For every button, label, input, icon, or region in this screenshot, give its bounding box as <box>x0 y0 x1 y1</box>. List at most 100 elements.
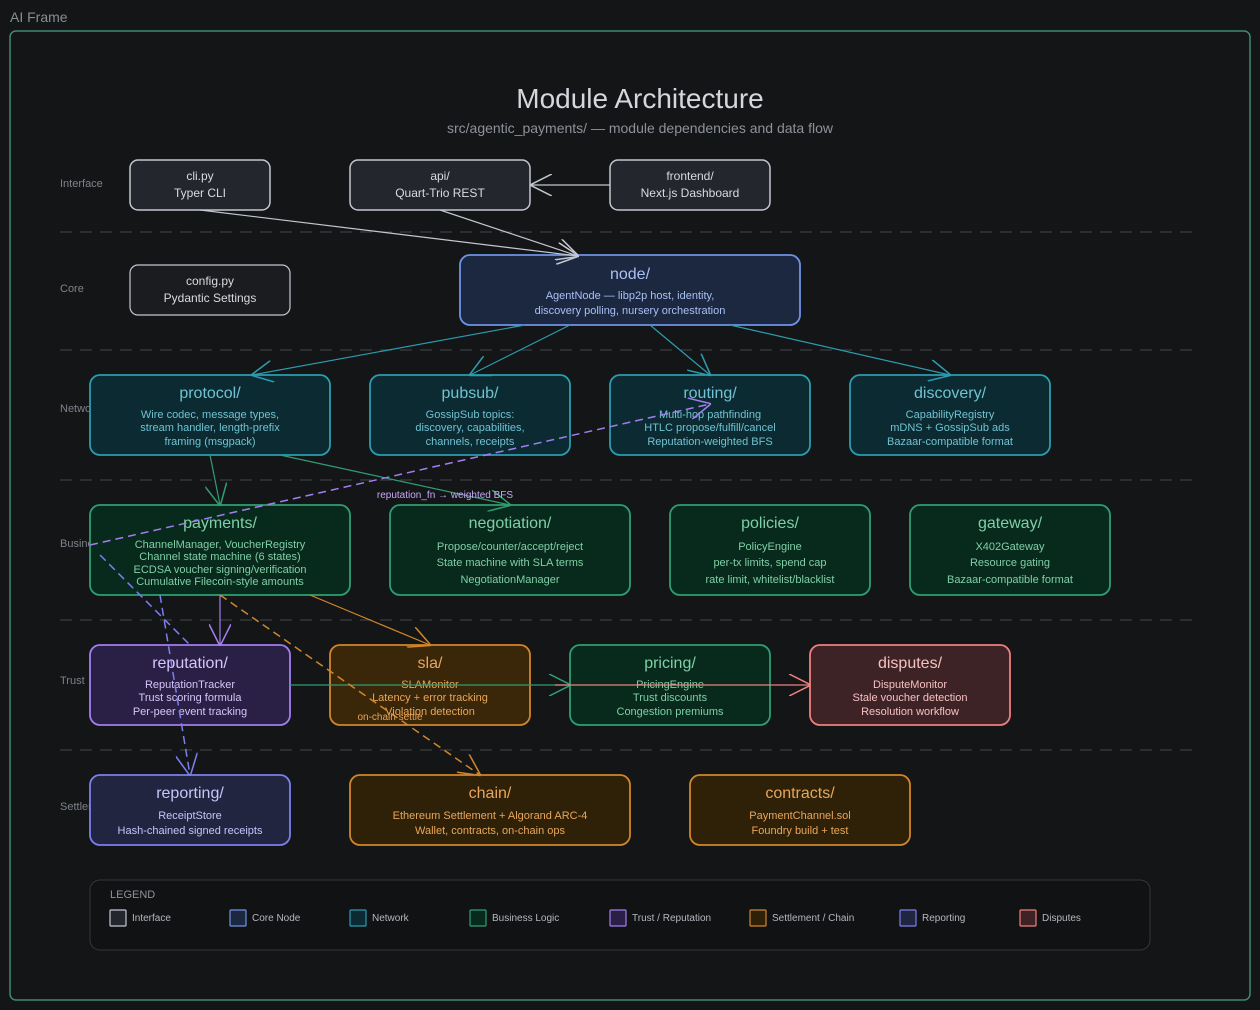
edge-node-pubsub <box>470 324 571 375</box>
legend-item-interface: Interface <box>109 909 171 927</box>
node-chain-line-2: Wallet, contracts, on-chain ops <box>415 825 565 837</box>
edge-payments-chain <box>219 594 480 775</box>
node-reputation-line-2: Trust scoring formula <box>139 692 243 704</box>
node-pricing-line-3: Congestion premiums <box>617 706 724 718</box>
legend-label: Settlement / Chain <box>772 913 854 924</box>
node-gateway-line-1: X402Gateway <box>975 541 1045 553</box>
node-cli[interactable]: cli.py Typer CLI <box>129 159 271 211</box>
node-contracts-title: contracts/ <box>765 785 835 802</box>
node-config[interactable]: config.py Pydantic Settings <box>129 264 291 316</box>
node-core-line-2: discovery polling, nursery orchestration <box>535 305 726 317</box>
lane-label-interface: Interface <box>60 178 103 190</box>
node-core-title: node/ <box>610 266 651 283</box>
node-policies-line-3: rate limit, whitelist/blacklist <box>706 574 835 586</box>
node-negotiation-line-1: Propose/counter/accept/reject <box>437 541 583 553</box>
diagram-title: Module Architecture <box>516 83 763 114</box>
node-disputes-line-3: Resolution workflow <box>861 706 959 718</box>
edge-payments-reputation-dashed <box>99 554 191 646</box>
node-payments-line-4: Cumulative Filecoin-style amounts <box>136 576 304 588</box>
node-policies[interactable]: policies/ PolicyEngine per-tx limits, sp… <box>669 504 871 596</box>
node-core[interactable]: node/ AgentNode — libp2p host, identity,… <box>459 254 801 326</box>
edge-reputation-routing <box>89 404 710 546</box>
node-payments[interactable]: payments/ ChannelManager, VoucherRegistr… <box>89 504 351 596</box>
edge-node-protocol <box>252 324 526 375</box>
node-policies-title: policies/ <box>741 515 799 532</box>
legend-item-reporting: Reporting <box>899 909 965 927</box>
node-disputes[interactable]: disputes/ DisputeMonitor Stale voucher d… <box>809 644 1011 726</box>
node-reporting-title: reporting/ <box>156 785 224 802</box>
node-pubsub-title: pubsub/ <box>442 385 499 402</box>
node-discovery[interactable]: discovery/ CapabilityRegistry mDNS + Gos… <box>849 374 1051 456</box>
node-gateway-line-2: Resource gating <box>970 557 1050 569</box>
node-reporting-line-2: Hash-chained signed receipts <box>118 825 263 837</box>
node-reputation-title: reputation/ <box>152 655 228 672</box>
node-frontend-line: Next.js Dashboard <box>641 186 740 200</box>
legend-label: Interface <box>132 913 171 924</box>
node-disputes-line-2: Stale voucher detection <box>853 692 968 704</box>
node-reporting-line-1: ReceiptStore <box>158 810 222 822</box>
node-pricing-line-2: Trust discounts <box>633 692 708 704</box>
node-contracts-line-1: PaymentChannel.sol <box>749 810 851 822</box>
node-api-line: Quart-Trio REST <box>395 186 485 200</box>
frame-label: AI Frame <box>10 9 68 25</box>
diagram-subtitle: src/agentic_payments/ — module dependenc… <box>447 120 834 136</box>
node-reputation[interactable]: reputation/ ReputationTracker Trust scor… <box>89 644 291 726</box>
node-routing-line-3: Reputation-weighted BFS <box>647 436 772 448</box>
node-discovery-title: discovery/ <box>914 385 987 402</box>
node-pubsub[interactable]: pubsub/ GossipSub topics: discovery, cap… <box>369 374 571 456</box>
legend: LEGEND Interface Core Node Network Busin… <box>89 879 1151 951</box>
node-routing[interactable]: routing/ Multi-hop pathfinding HTLC prop… <box>609 374 811 456</box>
node-policies-line-2: per-tx limits, spend cap <box>713 557 826 569</box>
node-routing-title: routing/ <box>683 385 737 402</box>
node-protocol-line-3: framing (msgpack) <box>164 436 255 448</box>
node-config-title: config.py <box>186 274 234 288</box>
node-payments-line-3: ECDSA voucher signing/verification <box>133 564 306 576</box>
legend-item-disputes: Disputes <box>1019 909 1081 927</box>
node-cli-title: cli.py <box>186 169 213 183</box>
node-chain[interactable]: chain/ Ethereum Settlement + Algorand AR… <box>349 774 631 846</box>
node-disputes-line-1: DisputeMonitor <box>873 679 947 691</box>
edge-protocol-negotiation <box>279 454 510 505</box>
node-frontend[interactable]: frontend/ Next.js Dashboard <box>609 159 771 211</box>
node-reputation-line-3: Per-peer event tracking <box>133 706 247 718</box>
legend-label: Disputes <box>1042 913 1081 924</box>
node-routing-line-2: HTLC propose/fulfill/cancel <box>644 422 775 434</box>
node-contracts-line-2: Foundry build + test <box>752 825 849 837</box>
node-api-title: api/ <box>430 169 450 183</box>
node-pubsub-line-3: channels, receipts <box>426 436 515 448</box>
node-negotiation[interactable]: negotiation/ Propose/counter/accept/reje… <box>389 504 631 596</box>
legend-label: Core Node <box>252 913 301 924</box>
node-contracts[interactable]: contracts/ PaymentChannel.sol Foundry bu… <box>689 774 911 846</box>
node-disputes-title: disputes/ <box>878 655 943 672</box>
node-discovery-line-1: CapabilityRegistry <box>906 409 995 421</box>
legend-item-trust: Trust / Reputation <box>609 909 711 927</box>
legend-title: LEGEND <box>110 889 155 901</box>
node-negotiation-title: negotiation/ <box>469 515 552 532</box>
lane-label-core: Core <box>60 283 84 295</box>
node-sla-line-3: Violation detection <box>385 706 475 718</box>
edge-protocol-payments <box>210 454 220 505</box>
legend-item-business: Business Logic <box>469 909 559 927</box>
edge-payments-reporting <box>159 594 190 775</box>
node-discovery-line-3: Bazaar-compatible format <box>887 436 1013 448</box>
node-pubsub-line-1: GossipSub topics: <box>426 409 515 421</box>
node-payments-title: payments/ <box>183 515 257 532</box>
node-gateway[interactable]: gateway/ X402Gateway Resource gating Baz… <box>909 504 1111 596</box>
legend-item-network: Network <box>349 909 410 927</box>
node-api[interactable]: api/ Quart-Trio REST <box>349 159 531 211</box>
legend-item-core: Core Node <box>229 909 301 927</box>
node-discovery-line-2: mDNS + GossipSub ads <box>890 422 1010 434</box>
node-protocol[interactable]: protocol/ Wire codec, message types, str… <box>89 374 331 456</box>
node-payments-line-2: Channel state machine (6 states) <box>139 551 300 563</box>
legend-label: Business Logic <box>492 913 559 924</box>
node-frontend-title: frontend/ <box>666 169 714 183</box>
node-reporting[interactable]: reporting/ ReceiptStore Hash-chained sig… <box>89 774 291 846</box>
node-policies-line-1: PolicyEngine <box>738 541 802 553</box>
node-protocol-line-1: Wire codec, message types, <box>141 409 279 421</box>
node-negotiation-line-2: State machine with SLA terms <box>437 557 584 569</box>
node-protocol-title: protocol/ <box>179 385 241 402</box>
node-cli-line: Typer CLI <box>174 186 226 200</box>
legend-item-settlement: Settlement / Chain <box>749 909 854 927</box>
edge-label-onchain: on-chain settle <box>357 712 422 723</box>
